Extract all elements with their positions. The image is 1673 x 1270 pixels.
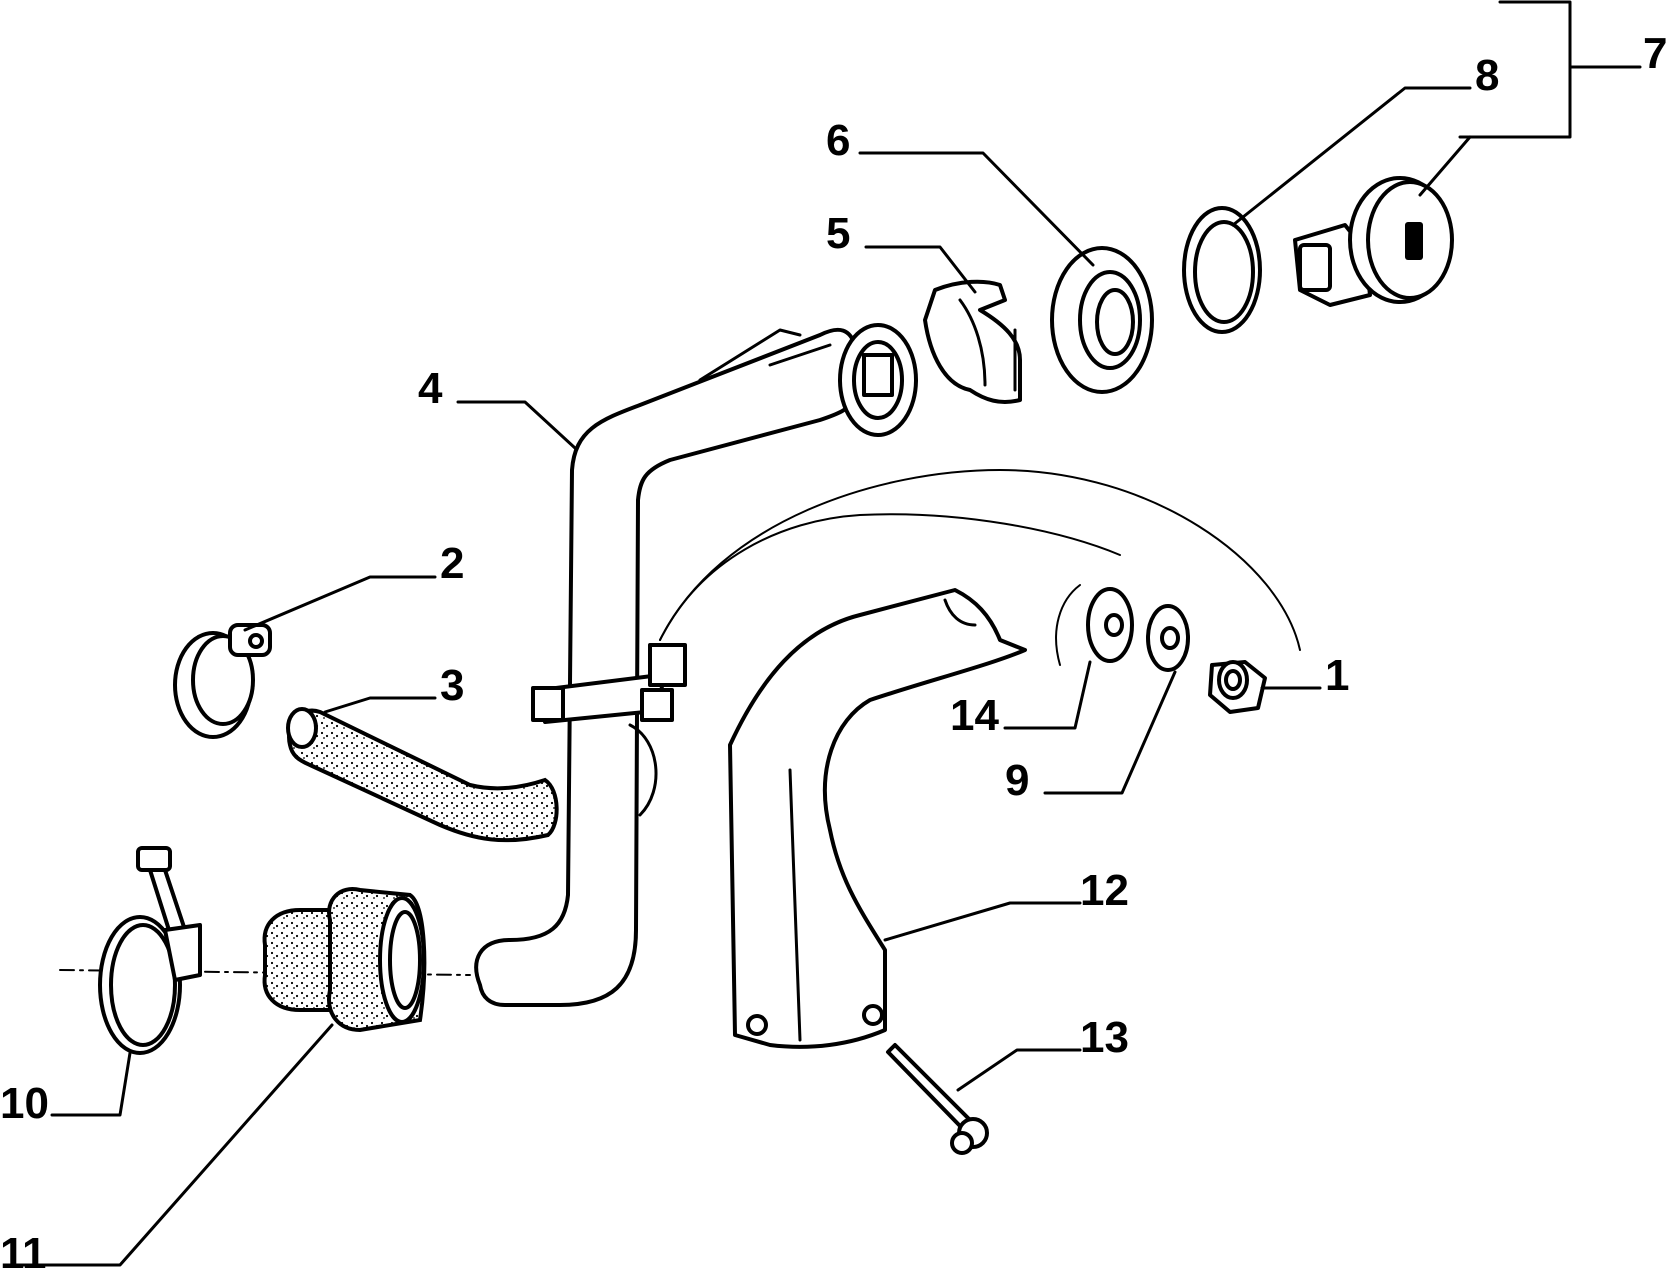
seal-ring <box>1050 246 1154 394</box>
callout-5: 5 <box>826 209 850 258</box>
breather-hose <box>286 707 559 843</box>
callout-7: 7 <box>1643 29 1667 78</box>
nut <box>1208 660 1267 714</box>
clip <box>923 279 1022 404</box>
callout-4: 4 <box>418 364 443 413</box>
leader-lines <box>18 0 1642 1267</box>
washer-14 <box>1086 587 1134 663</box>
callout-6: 6 <box>826 116 850 165</box>
callout-12: 12 <box>1080 866 1129 915</box>
callout-3: 3 <box>440 661 464 710</box>
washer-9 <box>1146 604 1190 672</box>
worm-clamp <box>98 846 202 1055</box>
filler-pipe <box>59 323 918 1007</box>
rivet <box>886 1043 989 1155</box>
callout-2: 2 <box>440 539 464 588</box>
filler-cap <box>1293 176 1454 307</box>
gasket <box>1182 206 1262 334</box>
pipe-cover <box>728 588 1027 1049</box>
hose-clamp <box>173 623 272 739</box>
rubber-sleeve <box>262 887 427 1033</box>
callout-14: 14 <box>950 691 999 740</box>
callout-8: 8 <box>1475 51 1499 100</box>
callout-11: 11 <box>0 1229 47 1270</box>
assembly-guide-arcs <box>659 469 1301 666</box>
callout-9: 9 <box>1005 756 1029 805</box>
callout-1: 1 <box>1325 651 1349 700</box>
callout-13: 13 <box>1080 1013 1129 1062</box>
callout-labels: 1 2 3 4 5 6 7 8 9 10 11 12 13 14 <box>0 29 1667 1270</box>
callout-10: 10 <box>0 1079 49 1128</box>
